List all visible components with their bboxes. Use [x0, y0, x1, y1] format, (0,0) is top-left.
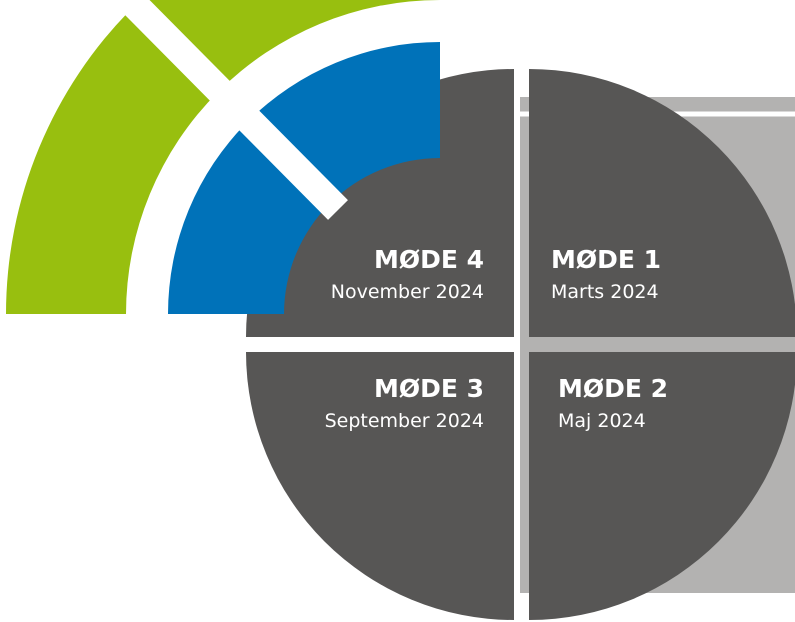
- arc-separator-line: [110, 0, 348, 220]
- quadrant-4-shape: [246, 69, 514, 337]
- quadrant-top-left: [246, 69, 514, 337]
- quadrant-1-shape: [529, 69, 795, 337]
- meeting-1-date: Marts 2024: [551, 281, 659, 303]
- meeting-1-title: MØDE 1: [551, 245, 661, 274]
- quadrant-3-shape: [246, 352, 514, 620]
- quadrant-bottom-left: [246, 352, 514, 620]
- meeting-4-title: MØDE 4: [374, 245, 484, 274]
- meeting-2-title: MØDE 2: [558, 374, 668, 403]
- quadrant-2-shape: [529, 352, 795, 620]
- meeting-2-date: Maj 2024: [558, 410, 646, 432]
- meeting-3-title: MØDE 3: [374, 374, 484, 403]
- meeting-3-date: September 2024: [325, 410, 484, 432]
- green-arc-band: [6, 0, 440, 314]
- quadrant-bottom-right: [529, 352, 795, 620]
- meeting-4-date: November 2024: [331, 281, 484, 303]
- quadrant-top-right: [529, 69, 795, 337]
